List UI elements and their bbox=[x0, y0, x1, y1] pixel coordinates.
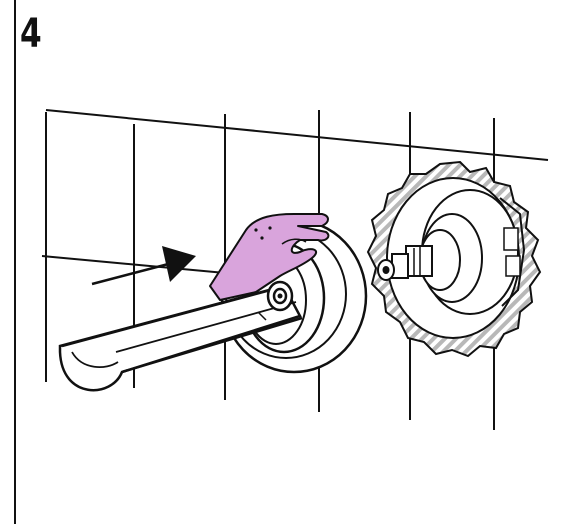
hand-icon bbox=[209, 213, 330, 301]
step-number: 4 bbox=[20, 11, 42, 57]
wall-mount-valve bbox=[366, 160, 542, 358]
panel-left-border bbox=[14, 0, 16, 524]
push-direction-arrow bbox=[91, 246, 196, 286]
spout bbox=[58, 218, 368, 392]
